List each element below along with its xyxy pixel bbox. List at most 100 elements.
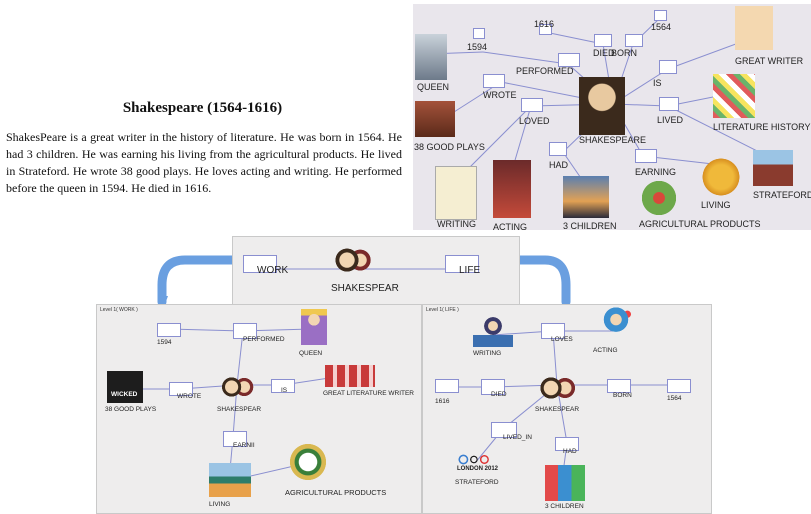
node-wrote xyxy=(169,382,193,396)
label-writing: WRITING xyxy=(473,350,502,357)
label-writing: WRITING xyxy=(437,219,476,229)
node-is xyxy=(659,60,677,74)
label-good-plays: 38 GOOD PLAYS xyxy=(105,406,157,413)
shakespear-cartoon-life xyxy=(537,375,577,401)
agri-badge xyxy=(285,443,331,481)
shakespear-cartoon xyxy=(333,243,373,281)
label-1564: 1564 xyxy=(667,395,682,402)
good-plays-image xyxy=(415,101,455,137)
living-image xyxy=(699,156,743,198)
label-wrote: WROTE xyxy=(483,90,517,100)
node-performed xyxy=(558,53,580,67)
label-loved: LOVED xyxy=(519,116,550,126)
node-lived-in xyxy=(491,422,517,438)
label-had: HAD xyxy=(563,448,577,455)
label-lived: LIVED xyxy=(657,115,684,125)
children-image xyxy=(563,176,609,218)
work-concept-map: Level 1( WORK ) 1594 PERFORMED QUEEN WIC… xyxy=(96,304,422,514)
label-children: 3 CHILDREN xyxy=(563,221,617,231)
node-born xyxy=(607,379,631,393)
label-1616: 1616 xyxy=(534,19,555,29)
label-queen: QUEEN xyxy=(299,350,323,357)
label-great-lit: GREAT LITERATURE WRITER xyxy=(323,390,415,397)
children-cartoon xyxy=(545,465,585,501)
queen-image xyxy=(415,34,447,80)
label-died: DIED xyxy=(491,391,507,398)
queen-cartoon xyxy=(301,309,327,345)
label-earning: EARNING xyxy=(635,167,677,177)
node-loves xyxy=(541,323,565,339)
label-living: LIVING xyxy=(701,200,731,210)
center-concept-map: WORK LIFE SHAKESPEAR xyxy=(232,236,520,306)
label-shakespeare: SHAKESPEARE xyxy=(579,135,647,145)
acting-cartoon xyxy=(597,307,635,343)
label-performed: PERFORMED xyxy=(516,66,574,76)
node-died xyxy=(594,34,612,47)
node-1616 xyxy=(435,379,459,393)
wicked-logo-text: WICKED xyxy=(111,391,138,398)
literature-history-image xyxy=(713,74,755,118)
label-children: 3 CHILDREN xyxy=(545,503,584,510)
label-living: LIVING xyxy=(209,501,231,508)
label-strateford: STRATEFORD xyxy=(753,190,811,200)
node-had xyxy=(549,142,567,156)
label-1564: 1564 xyxy=(651,22,672,32)
node-1564 xyxy=(654,10,667,21)
shakespear-cartoon-work xyxy=(219,375,255,399)
label-performed: PERFORMED xyxy=(243,336,285,343)
label-1594: 1594 xyxy=(157,339,172,346)
label-good-plays: 38 GOOD PLAYS xyxy=(414,142,485,152)
node-loved xyxy=(521,98,543,112)
label-1616: 1616 xyxy=(435,398,450,405)
label-lived-in: LIVED_IN xyxy=(503,434,532,441)
node-work xyxy=(243,255,277,273)
label-loves: LOVES xyxy=(551,336,573,343)
label-born: BORN xyxy=(611,48,638,58)
node-died xyxy=(481,379,505,395)
label-had: HAD xyxy=(549,160,569,170)
label-shakespear: SHAKESPEAR xyxy=(331,283,399,294)
shakespeare-portrait xyxy=(579,77,625,135)
node-1594 xyxy=(157,323,181,337)
label-agri: AGRICULTURAL PRODUCTS xyxy=(639,219,761,229)
node-is xyxy=(271,379,295,393)
top-concept-map: 1616 1564 DIED BORN 1594 PERFORMED QUEEN… xyxy=(413,4,811,232)
label-great-writer: GREAT WRITER xyxy=(735,56,804,66)
london-logo-text: LONDON 2012 xyxy=(457,466,499,472)
work-level-label: Level 1( WORK ) xyxy=(100,307,138,313)
label-is: IS xyxy=(281,387,288,394)
writing-cartoon xyxy=(473,317,513,347)
label-literature-history: LITERATURE HISTORY xyxy=(713,122,811,132)
node-had xyxy=(555,437,579,451)
label-strateford: STRATEFORD xyxy=(455,479,499,486)
label-life: LIFE xyxy=(459,265,481,276)
label-agri: AGRICULTURAL PRODUCTS xyxy=(285,488,387,497)
label-work: WORK xyxy=(257,265,289,276)
label-born: BORN xyxy=(613,392,632,399)
node-lived xyxy=(659,97,679,111)
london-logo xyxy=(455,453,497,479)
node-1616 xyxy=(539,24,552,35)
living-cartoon xyxy=(209,463,251,497)
node-earning xyxy=(635,149,657,163)
node-wrote xyxy=(483,74,505,88)
acting-image xyxy=(493,160,531,218)
label-died: DIED xyxy=(593,48,615,58)
article-title: Shakespeare (1564-1616) xyxy=(122,100,283,116)
label-wrote: WROTE xyxy=(177,393,202,400)
label-shakespear: SHAKESPEAR xyxy=(217,406,262,413)
node-performed xyxy=(233,323,257,339)
great-lit-image xyxy=(325,365,375,387)
life-concept-map: Level 1( LIFE ) WRITING LOVES ACTING 161… xyxy=(422,304,712,514)
node-life xyxy=(445,255,479,273)
strateford-image xyxy=(753,150,793,186)
label-queen: QUEEN xyxy=(417,82,450,92)
label-acting: ACTING xyxy=(493,222,528,232)
life-level-label: Level 1( LIFE ) xyxy=(426,307,459,313)
node-earning xyxy=(223,431,247,447)
node-1594 xyxy=(473,28,485,39)
wicked-logo xyxy=(107,371,143,403)
article-paragraph: ShakesPeare is a great writer in the his… xyxy=(6,130,402,195)
writing-image xyxy=(435,166,477,220)
